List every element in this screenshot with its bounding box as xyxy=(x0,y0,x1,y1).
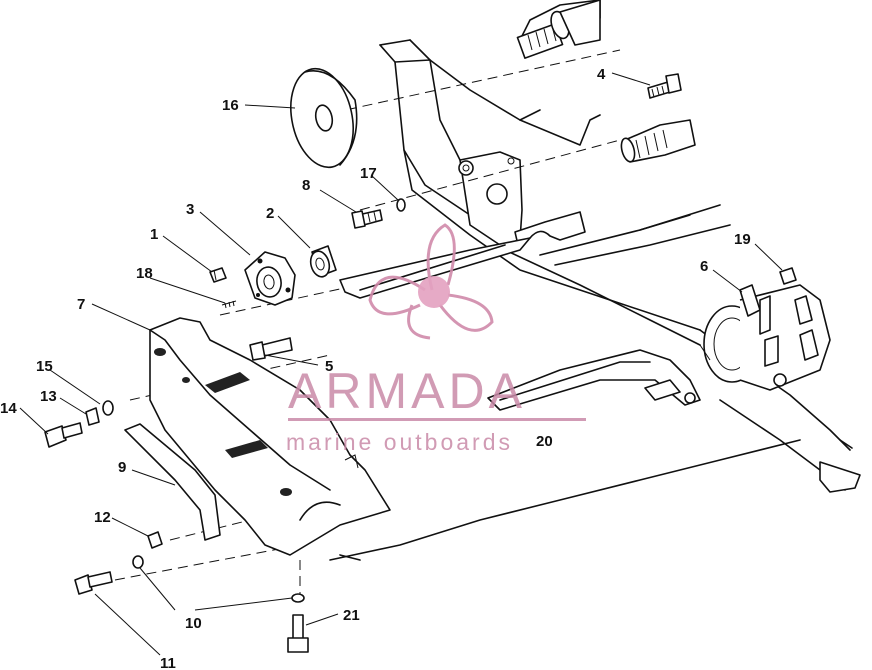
watermark-tagline: marine outboards xyxy=(286,429,513,455)
callout-15: 15 xyxy=(36,358,53,375)
part-21-bolt xyxy=(287,614,309,653)
callout-2: 2 xyxy=(266,205,274,222)
armada-logo-watermark: ARMADA marine outboards xyxy=(286,223,586,455)
callout-3: 3 xyxy=(186,201,194,218)
callout-14: 14 xyxy=(0,400,17,417)
part-12-plug xyxy=(147,531,163,549)
watermark-brand: ARMADA xyxy=(288,363,526,419)
callout-1: 1 xyxy=(150,226,158,243)
part-20-bracket xyxy=(339,237,701,411)
propeller-icon xyxy=(368,223,494,340)
part-9-gasket-strip xyxy=(124,423,221,541)
callout-13: 13 xyxy=(40,388,57,405)
part-16-disc xyxy=(290,67,358,169)
callout-labels: 1 2 3 4 5 6 7 8 9 10 11 12 13 14 15 16 1… xyxy=(0,66,751,670)
callout-8: 8 xyxy=(302,177,310,194)
part-14-bolt xyxy=(44,422,83,448)
part-15-washer xyxy=(102,400,114,416)
callout-11: 11 xyxy=(160,655,176,670)
callout-7: 7 xyxy=(77,296,85,313)
part-1-nut xyxy=(209,267,227,283)
part-6-clamp xyxy=(699,284,831,391)
leader-lines xyxy=(19,72,783,656)
part-2-bushing xyxy=(309,245,337,278)
part-17-washer xyxy=(396,198,406,212)
part-4-bolt xyxy=(647,73,682,99)
part-10-washer xyxy=(132,555,305,603)
frame-assembly xyxy=(329,39,861,561)
callout-19: 19 xyxy=(734,231,751,248)
part-7-cover-plate xyxy=(149,317,391,556)
mid-drive-shaft xyxy=(620,119,696,163)
callout-5: 5 xyxy=(325,358,333,375)
upper-drive-shaft xyxy=(516,0,601,59)
part-13-nut xyxy=(85,407,100,426)
callout-21: 21 xyxy=(343,607,360,624)
callout-12: 12 xyxy=(94,509,111,526)
callout-9: 9 xyxy=(118,459,126,476)
callout-4: 4 xyxy=(597,66,606,83)
part-5-bolt xyxy=(249,337,293,361)
callout-18: 18 xyxy=(136,265,153,282)
callout-17: 17 xyxy=(360,165,377,182)
callout-6: 6 xyxy=(700,258,708,275)
callout-16: 16 xyxy=(222,97,239,114)
part-19-nut xyxy=(779,267,797,285)
part-3-flange xyxy=(244,251,296,306)
part-18-screw xyxy=(221,300,237,309)
part-8-bolt xyxy=(351,209,383,229)
callout-10: 10 xyxy=(185,615,202,632)
callout-20: 20 xyxy=(536,433,553,450)
part-11-bolt xyxy=(74,571,113,595)
